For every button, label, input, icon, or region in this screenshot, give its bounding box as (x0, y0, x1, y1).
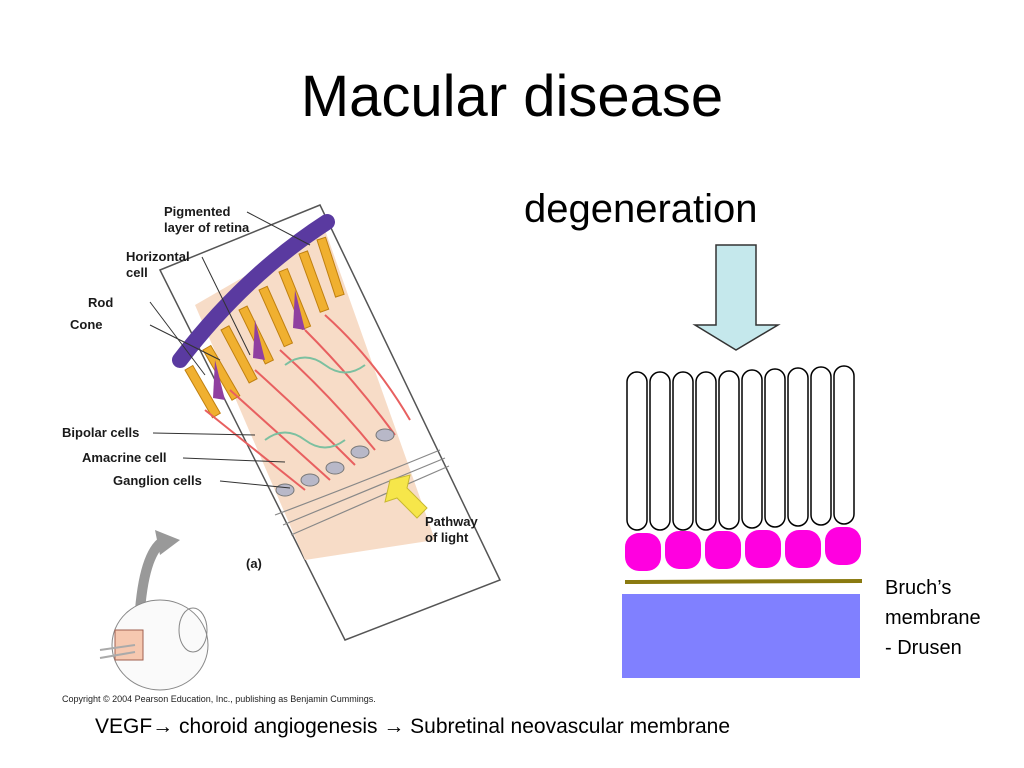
choroid-block (622, 594, 860, 678)
eye-icon (99, 599, 209, 691)
neuron-fibers (204, 314, 411, 491)
retina-tissue (195, 230, 435, 560)
label-cone: Cone (70, 317, 103, 332)
photoreceptor-columns (626, 365, 855, 531)
label-rod: Rod (88, 295, 114, 310)
label-horizontal-cell: Horizontal cell (126, 249, 190, 280)
slide-title: Macular disease (300, 64, 724, 129)
label-pathway: Pathway of light (425, 514, 478, 545)
rpe-cells (625, 527, 861, 571)
bruch-membrane-label: Bruch’s membrane - Drusen (885, 577, 981, 659)
pigmented-layer (172, 214, 335, 368)
green-processes (264, 356, 366, 449)
vegf-caption: VEGF→ choroid angiogenesis → Subretinal … (95, 715, 730, 738)
label-amacrine: Amacrine cell (82, 450, 167, 465)
copyright-text: Copyright © 2004 Pearson Education, Inc.… (62, 694, 376, 704)
label-panel-a: (a) (246, 556, 262, 571)
light-pathway-arrow (384, 474, 428, 519)
down-arrow (692, 244, 781, 351)
degeneration-schematic (622, 244, 863, 678)
photoreceptor-cells (184, 236, 345, 419)
label-leaders (149, 211, 311, 489)
label-ganglion: Ganglion cells (113, 473, 202, 488)
bruch-membrane-line (624, 579, 863, 584)
retina-diagram (99, 204, 502, 691)
subtitle-degeneration: degeneration (524, 187, 758, 231)
label-bipolar: Bipolar cells (62, 425, 140, 440)
ganglion-layer (275, 428, 395, 497)
nerve-fiber-layer (274, 449, 450, 536)
label-pigmented: Pigmented layer of retina (164, 204, 250, 235)
curved-arrow-head (155, 530, 180, 555)
